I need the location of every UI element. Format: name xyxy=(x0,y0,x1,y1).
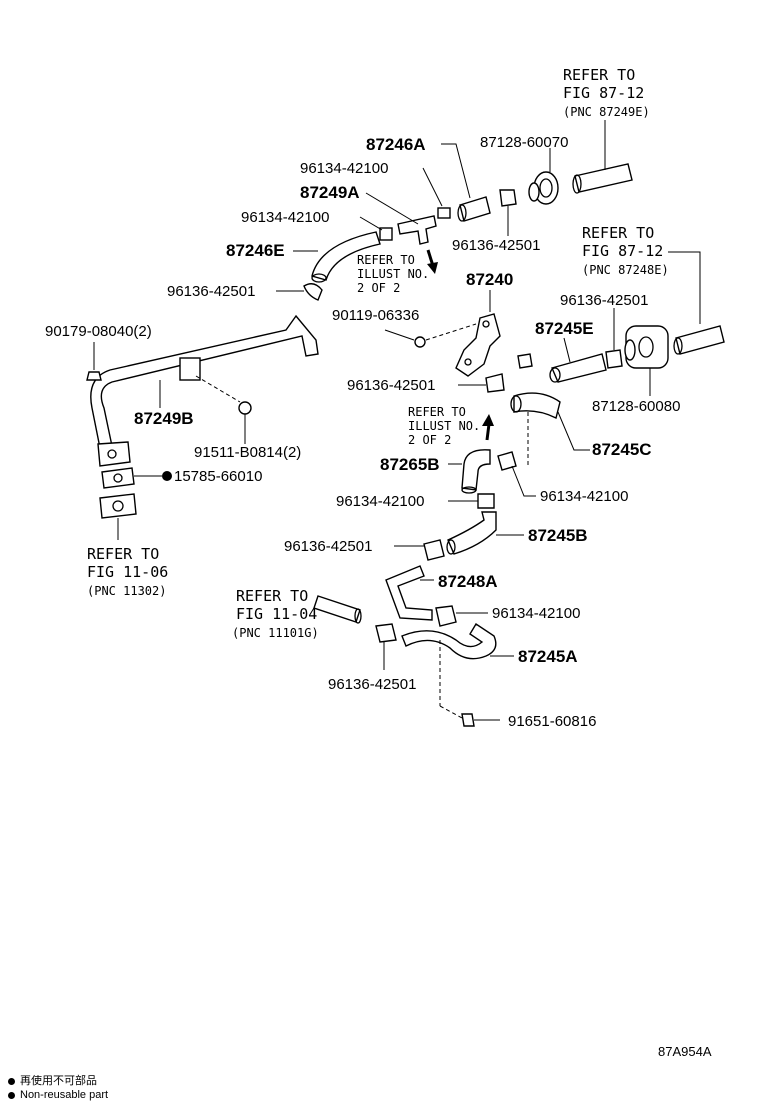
label-96134-42100-a: 96134-42100 xyxy=(300,160,388,177)
hose-87245A xyxy=(401,623,514,660)
label-91651-60816: 91651-60816 xyxy=(508,713,596,730)
label-15785-66010: 15785-66010 xyxy=(174,468,262,485)
label-96134-42100-b: 96134-42100 xyxy=(241,209,329,226)
hose-87245E xyxy=(549,337,607,383)
joint-87249A xyxy=(365,192,437,245)
clamp-87245C-top xyxy=(517,353,533,369)
bolt-91651-60816 xyxy=(439,640,500,727)
label-87246A: 87246A xyxy=(366,135,426,154)
label-96136-42501-c: 96136-42501 xyxy=(347,377,435,394)
connector-87128-60080 xyxy=(624,325,669,396)
clamp-96134-42100-b xyxy=(359,216,393,241)
ref-fig-87-12-b-line1: REFER TO xyxy=(582,224,654,242)
clamp-96134-42100-d xyxy=(448,493,495,509)
ref-illust-upper-line2: ILLUST NO. xyxy=(357,267,429,281)
clamp-96136-42501-e xyxy=(394,539,445,561)
ref-fig-87-12-a-line1: REFER TO xyxy=(563,66,635,84)
hose-87245C xyxy=(510,392,590,468)
label-87245A: 87245A xyxy=(518,647,578,666)
label-96136-42501-a: 96136-42501 xyxy=(452,237,540,254)
clamp-96136-42501-c xyxy=(458,373,505,393)
label-87128-60080: 87128-60080 xyxy=(592,398,680,415)
pipe-87249e xyxy=(572,120,633,194)
clamp-96136-42501-a xyxy=(499,189,517,236)
label-96136-42501-f: 96136-42501 xyxy=(328,676,416,693)
label-96134-42100-c: 96134-42100 xyxy=(540,488,628,505)
ref-fig-87-12-b-line3: (PNC 87248E) xyxy=(582,263,669,277)
label-90119-06336: 90119-06336 xyxy=(332,307,419,324)
legend-line-japanese: 再使用不可部品 xyxy=(8,1072,97,1088)
label-87245C: 87245C xyxy=(592,440,652,459)
label-90179-08040: 90179-08040(2) xyxy=(45,323,152,340)
pipe-87249B xyxy=(90,314,319,467)
bolt-90119-06336 xyxy=(384,323,477,348)
ref-fig-87-12-a-line3: (PNC 87249E) xyxy=(563,105,650,119)
ref-fig-11-04-line2: FIG 11-04 xyxy=(236,605,317,623)
clamp-96134-42100-c xyxy=(497,451,536,497)
ref-fig-87-12-a-line2: FIG 87-12 xyxy=(563,84,644,102)
nut-90179-08040 xyxy=(86,342,102,381)
ref-fig-11-06-line1: REFER TO xyxy=(87,545,159,563)
clamp-96134-42100-e xyxy=(435,605,488,627)
ref-illust-upper-line3: 2 OF 2 xyxy=(357,281,400,295)
legend-line-english: Non-reusable part xyxy=(8,1089,108,1101)
ref-illust-middle-line1: REFER TO xyxy=(408,405,466,419)
label-87128-60070: 87128-60070 xyxy=(480,134,568,151)
elbow-87265B xyxy=(448,449,491,494)
pipe-87248e xyxy=(668,251,725,355)
ref-illust-upper-line1: REFER TO xyxy=(357,253,415,267)
label-87249B: 87249B xyxy=(134,409,194,428)
clamp-96136-42501-f xyxy=(375,623,397,670)
pipe-87248A xyxy=(385,565,434,621)
ref-fig-11-04-line1: REFER TO xyxy=(236,587,308,605)
clamp-96136-42501-b xyxy=(276,283,323,301)
hose-87245B xyxy=(446,511,524,555)
bullet-icon xyxy=(8,1077,15,1085)
bracket-87240 xyxy=(455,290,501,377)
hose-87246E xyxy=(293,231,381,283)
label-87246E: 87246E xyxy=(226,241,285,260)
clamp-96134-42100-a xyxy=(422,167,451,219)
label-87248A: 87248A xyxy=(438,572,498,591)
ref-fig-87-12-b-line2: FIG 87-12 xyxy=(582,242,663,260)
diagram-code: 87A954A xyxy=(658,1044,712,1059)
bolt-91511-B0814 xyxy=(238,401,252,444)
hose-87246A xyxy=(441,143,491,222)
label-96136-42501-d: 96136-42501 xyxy=(560,292,648,309)
ref-fig-11-06-line3: (PNC 11302) xyxy=(87,584,166,598)
legend-text-en: Non-reusable part xyxy=(20,1089,109,1101)
label-87249A: 87249A xyxy=(300,183,360,202)
legend-text-jp: 再使用不可部品 xyxy=(20,1075,97,1087)
bullet-icon xyxy=(8,1091,15,1099)
pipe-fig-11-04 xyxy=(313,595,362,624)
ref-illust-middle-line3: 2 OF 2 xyxy=(408,433,451,447)
label-87240: 87240 xyxy=(466,270,513,289)
ref-fig-11-06-line2: FIG 11-06 xyxy=(87,563,168,581)
label-87265B: 87265B xyxy=(380,455,440,474)
arrow-down-icon xyxy=(426,249,438,274)
label-96136-42501-e: 96136-42501 xyxy=(284,538,372,555)
connector-87128-60070 xyxy=(528,148,559,205)
label-96134-42100-e: 96134-42100 xyxy=(492,605,580,622)
gasket-15785-66010 xyxy=(101,467,172,489)
ref-fig-11-04-line3: (PNC 11101G) xyxy=(232,626,319,640)
label-91511-B0814: 91511-B0814(2) xyxy=(194,444,301,461)
clamp-96136-42501-d xyxy=(605,308,623,369)
label-96136-42501-b: 96136-42501 xyxy=(167,283,255,300)
arrow-up-icon xyxy=(482,414,494,441)
label-87245B: 87245B xyxy=(528,526,588,545)
ref-illust-middle-line2: ILLUST NO. xyxy=(408,419,480,433)
label-96134-42100-d: 96134-42100 xyxy=(336,493,424,510)
label-87245E: 87245E xyxy=(535,319,594,338)
flange-fig-11-06 xyxy=(99,493,137,540)
